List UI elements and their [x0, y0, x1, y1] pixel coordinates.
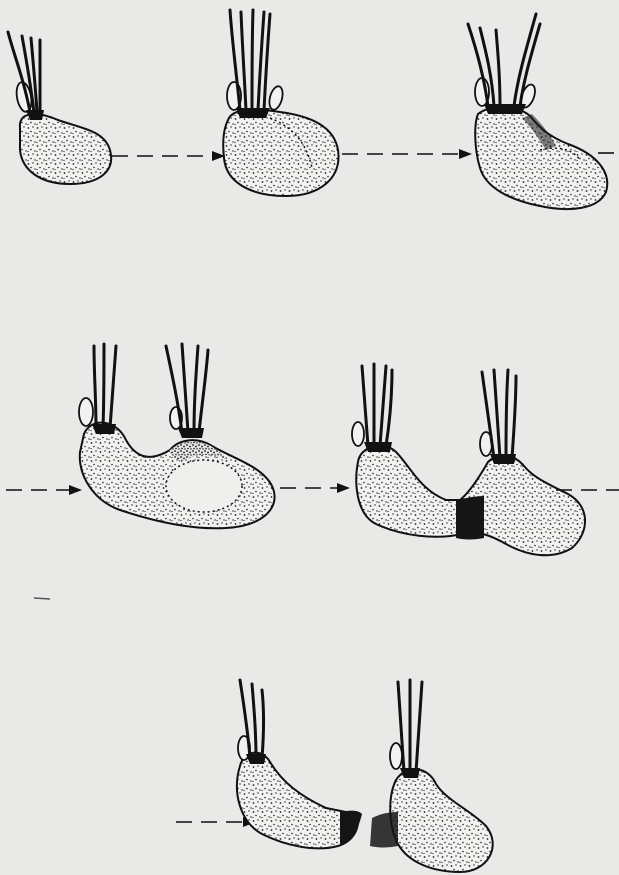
- stage-6-left-daughter: [237, 680, 362, 848]
- stage-3-cell: [468, 14, 607, 209]
- arrow-2: [342, 149, 472, 159]
- stage-6-right-daughter: [370, 680, 493, 872]
- arrow-7: [176, 817, 256, 827]
- arrow-5: [280, 483, 350, 493]
- stage-5-cell: [352, 364, 585, 555]
- stage-1-cell: [8, 32, 111, 184]
- stage-4-cell: [79, 344, 275, 528]
- scan-mark: [34, 598, 50, 599]
- arrow-1: [112, 151, 225, 161]
- stage-2-cell: [223, 10, 338, 196]
- row-3: [176, 680, 493, 872]
- arrow-4: [6, 485, 82, 495]
- row-1: [8, 10, 619, 209]
- row-2: [6, 344, 619, 555]
